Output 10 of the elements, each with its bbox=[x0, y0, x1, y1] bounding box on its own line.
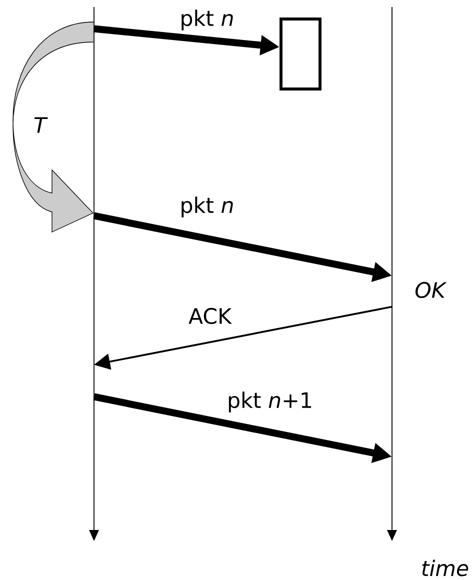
edge-label: pkt n bbox=[182, 10, 233, 30]
note-label: time bbox=[422, 560, 468, 576]
note-label: OK bbox=[415, 282, 447, 298]
buffer-box bbox=[280, 18, 322, 90]
timeline bbox=[89, 7, 99, 541]
note-label: T bbox=[34, 117, 48, 133]
timeline bbox=[387, 7, 397, 541]
edge-label: pkt n+1 bbox=[228, 392, 312, 412]
edge-label: pkt n bbox=[182, 196, 233, 218]
edge-label: ACK bbox=[188, 308, 232, 324]
